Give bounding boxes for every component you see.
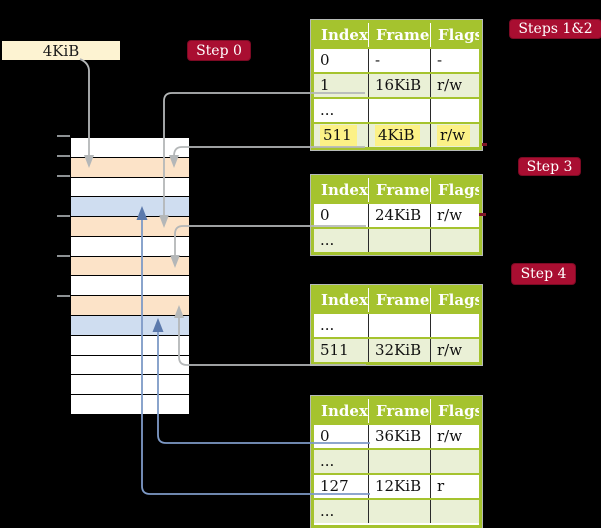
cell-flags: r/w	[430, 204, 479, 227]
page-table-steps-1-2: Index Frame Flags 0 - - 1 16KiB r/w ... …	[311, 20, 482, 150]
col-header-frame: Frame	[368, 178, 430, 202]
table-row: 0 - -	[314, 47, 479, 72]
cell-frame	[368, 500, 430, 523]
cell-index: 511	[320, 341, 349, 359]
highlight: 511	[320, 125, 357, 146]
table-header: Index Frame Flags	[314, 288, 479, 312]
memory-frame	[71, 138, 189, 157]
memory-frame	[71, 354, 189, 375]
memory-frame-page-table	[71, 156, 189, 177]
cell-index: 1	[320, 76, 330, 94]
badge-steps-1-2: Steps 1&2	[510, 20, 601, 38]
cell-flags	[430, 450, 479, 473]
highlight: r/w	[437, 125, 471, 146]
badge-step-4: Step 4	[512, 264, 575, 284]
col-header-index: Index	[321, 291, 368, 309]
cell-frame	[368, 450, 430, 473]
cell-frame: 4KiB	[368, 124, 430, 147]
table-row: ...	[314, 498, 479, 523]
cell-index: ...	[320, 452, 335, 470]
memory-tick	[57, 155, 70, 157]
memory-frame-mapped-page	[71, 315, 189, 335]
col-header-index: Index	[321, 26, 368, 44]
cell-frame	[368, 99, 430, 122]
col-header-index: Index	[321, 402, 368, 420]
connector-stub	[482, 143, 487, 146]
memory-frame-page-table	[71, 295, 189, 316]
cell-frame: 32KiB	[368, 339, 430, 362]
memory-tick	[57, 215, 70, 217]
cell-flags	[430, 99, 479, 122]
table-row: ...	[314, 227, 479, 252]
table-row: ...	[314, 448, 479, 473]
cell-index: 0	[320, 51, 330, 69]
frame-size-label: 4KiB	[2, 41, 120, 60]
cell-index: ...	[320, 502, 335, 520]
badge-step-3: Step 3	[519, 158, 580, 175]
cell-index: 127	[320, 477, 349, 495]
cell-flags	[430, 229, 479, 252]
cell-frame	[368, 229, 430, 252]
cell-flags: r/w	[430, 124, 479, 147]
table-row: 0 24KiB r/w	[314, 202, 479, 227]
table-header: Index Frame Flags	[314, 23, 479, 47]
memory-frame	[71, 235, 189, 256]
col-header-flags: Flags	[430, 23, 479, 47]
cell-flags: r	[430, 475, 479, 498]
table-row: ...	[314, 97, 479, 122]
cell-index: 0	[320, 206, 330, 224]
memory-frame	[71, 334, 189, 355]
cell-index: ...	[320, 231, 335, 249]
table-row: ...	[314, 312, 479, 337]
col-header-frame: Frame	[368, 23, 430, 47]
memory-frame-page-table	[71, 216, 189, 236]
badge-step-0: Step 0	[188, 41, 250, 60]
cell-frame	[368, 314, 430, 337]
page-table-step-4-upper: Index Frame Flags ... 511 32KiB r/w	[311, 285, 482, 365]
memory-frame-mapped-page	[71, 196, 189, 217]
memory-tick	[57, 295, 70, 297]
col-header-flags: Flags	[430, 178, 479, 202]
table-row: 127 12KiB r	[314, 473, 479, 498]
cell-flags	[430, 314, 479, 337]
memory-frame-page-table	[71, 255, 189, 276]
col-header-flags: Flags	[430, 399, 479, 423]
memory-tick	[57, 135, 70, 137]
table-row: 511 32KiB r/w	[314, 337, 479, 362]
cell-frame: 24KiB	[368, 204, 430, 227]
col-header-frame: Frame	[368, 399, 430, 423]
table-row: 0 36KiB r/w	[314, 423, 479, 448]
cell-frame: 36KiB	[368, 425, 430, 448]
table-row: 1 16KiB r/w	[314, 72, 479, 97]
col-header-frame: Frame	[368, 288, 430, 312]
cell-index: ...	[320, 316, 335, 334]
cell-index: ...	[320, 101, 335, 119]
col-header-index: Index	[321, 181, 368, 199]
memory-frame	[71, 394, 189, 414]
physical-memory-column	[70, 137, 190, 415]
cell-flags: r/w	[430, 339, 479, 362]
table-header: Index Frame Flags	[314, 178, 479, 202]
cell-frame: 12KiB	[368, 475, 430, 498]
cell-flags: r/w	[430, 74, 479, 97]
memory-tick	[57, 175, 70, 177]
cell-frame: -	[368, 49, 430, 72]
cell-frame: 16KiB	[368, 74, 430, 97]
memory-tick	[57, 255, 70, 257]
memory-frame	[71, 275, 189, 296]
cell-flags: r/w	[430, 425, 479, 448]
table-row-highlighted: 511 4KiB r/w	[314, 122, 479, 147]
cell-flags	[430, 500, 479, 523]
highlight: 4KiB	[375, 125, 420, 146]
memory-frame	[71, 176, 189, 197]
cell-index: 511	[314, 124, 368, 147]
memory-frame	[71, 374, 189, 395]
table-header: Index Frame Flags	[314, 399, 479, 423]
cell-flags: -	[430, 49, 479, 72]
cell-index: 0	[320, 427, 330, 445]
col-header-flags: Flags	[430, 288, 479, 312]
page-table-step-3: Index Frame Flags 0 24KiB r/w ...	[311, 175, 482, 255]
connector-stub	[479, 213, 486, 216]
page-table-step-4-lower: Index Frame Flags 0 36KiB r/w ... 127 12…	[311, 396, 482, 528]
